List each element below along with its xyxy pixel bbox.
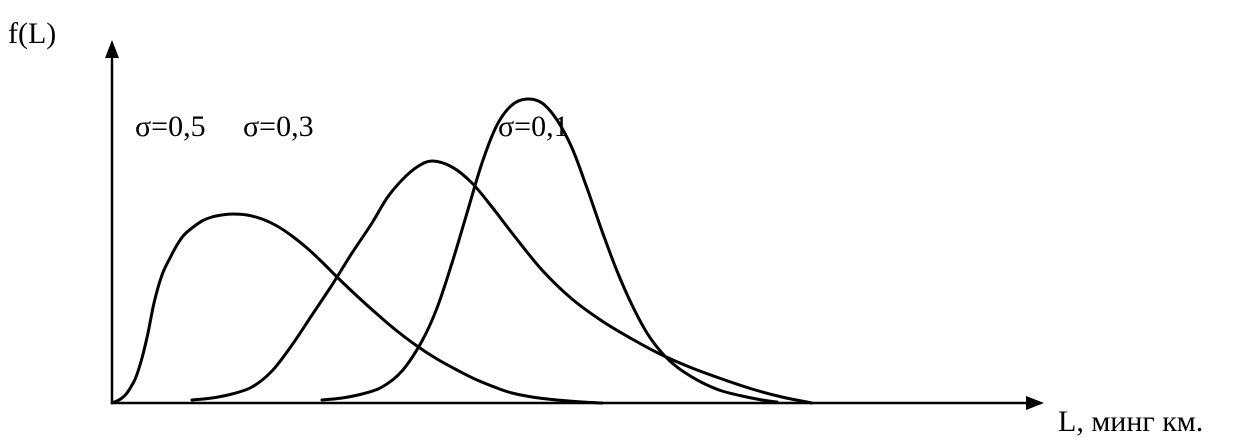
curve-sigma-0-1: [320, 97, 779, 404]
x-axis-arrow: [1026, 396, 1044, 410]
curve-sigma-0-5: [110, 212, 604, 405]
series-curves: [110, 97, 814, 405]
x-axis-label: L, минг км.: [1058, 405, 1203, 437]
y-axis-arrow: [105, 40, 119, 58]
y-axis-label: f(L): [8, 17, 56, 50]
series-labels: σ=0,5 σ=0,3 σ=0,1: [135, 110, 569, 143]
series-label-sigma-0-1: σ=0,1: [498, 110, 569, 143]
series-label-sigma-0-5: σ=0,5: [135, 110, 206, 143]
chart-axes: [105, 40, 1044, 410]
curve-sigma-0-3: [190, 159, 814, 405]
series-label-sigma-0-3: σ=0,3: [243, 110, 314, 143]
